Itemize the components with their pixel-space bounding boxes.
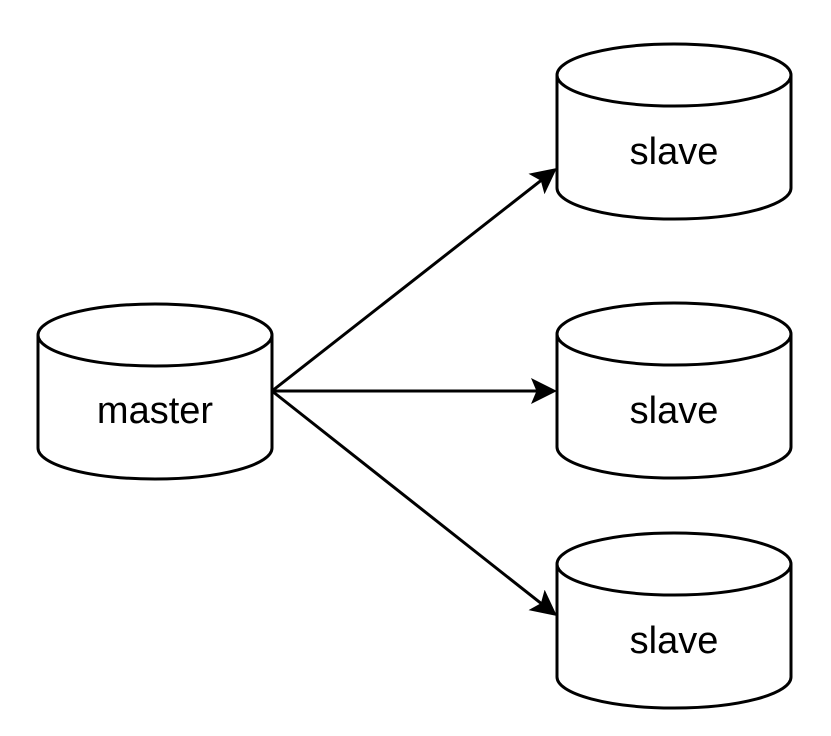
node-slave-2: slave (555, 301, 793, 480)
edge-master-to-slave-1 (271, 167, 557, 393)
database-cylinder-icon (36, 302, 274, 481)
node-slave-3-label: slave (630, 620, 719, 662)
database-cylinder-icon (555, 301, 793, 480)
database-cylinder-rim (555, 333, 793, 367)
database-cylinder-rim (36, 334, 274, 368)
node-master-label: master (97, 390, 213, 432)
node-slave-1-label: slave (630, 131, 719, 173)
database-cylinder-icon (555, 531, 793, 710)
database-cylinder-rim (555, 563, 793, 597)
database-cylinder-icon (555, 42, 793, 221)
node-slave-3: slave (555, 531, 793, 710)
edge-master-to-slave-3 (271, 389, 557, 616)
node-slave-2-label: slave (630, 390, 719, 432)
database-cylinder-rim (555, 74, 793, 108)
node-slave-1: slave (555, 42, 793, 221)
node-master: master (36, 302, 274, 481)
